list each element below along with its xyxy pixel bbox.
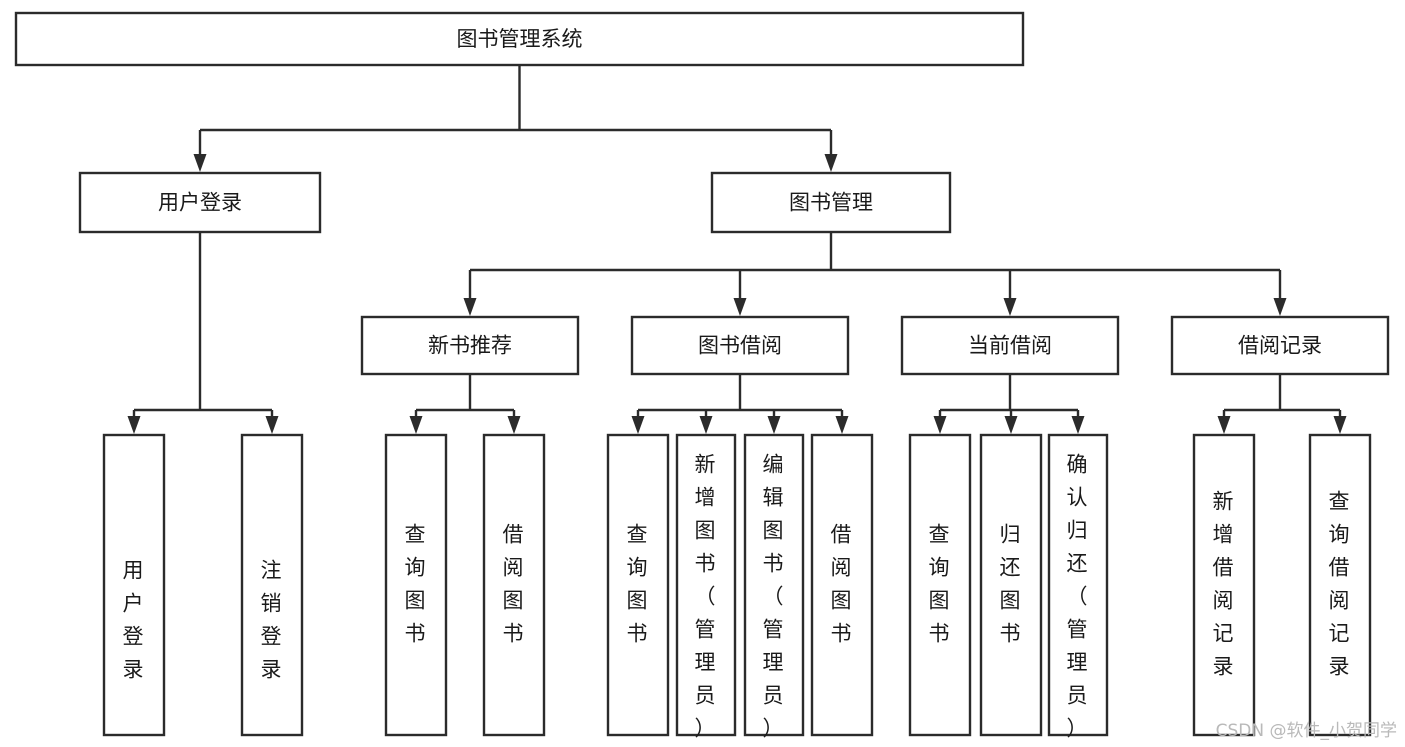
node-label: 借阅记录 [1238,334,1322,358]
node-book-management[interactable]: 图书管理 [710,171,952,234]
node-label: 编辑图书（管理员） [763,453,786,741]
arrow-head-icon [1071,416,1085,434]
arrow-head-icon [699,416,713,434]
node-label: 借阅图书 [831,523,854,646]
node-label: 归还图书 [1000,523,1023,646]
node-box[interactable] [482,433,546,737]
node-box[interactable] [675,433,737,737]
node-label: 新增图书（管理员） [695,453,718,741]
node-box[interactable] [743,433,805,737]
node-box[interactable] [908,433,972,737]
node-box[interactable] [900,315,1120,376]
node-label: 新书推荐 [428,334,512,358]
node-leaf-query-record[interactable]: 查询借阅记录 [1308,433,1372,737]
arrow-head-icon [1004,416,1018,434]
node-label: 查询图书 [627,523,650,646]
node-box[interactable] [1308,433,1372,737]
node-box[interactable] [1047,433,1109,737]
node-leaf-query-book-3[interactable]: 查询图书 [908,433,972,737]
arrow-head-icon [1333,416,1347,434]
node-label: 注销登录 [261,559,284,682]
node-leaf-confirm-return[interactable]: 确认归还（管理员） [1047,433,1109,741]
arrow-head-icon [733,298,747,316]
node-label: 用户登录 [158,191,242,215]
node-label: 借阅图书 [503,523,526,646]
node-label: 查询借阅记录 [1329,490,1352,679]
node-label: 图书管理系统 [457,27,583,51]
arrow-head-icon [507,416,521,434]
csdn-watermark: CSDN @软件_小贺同学 [1215,721,1397,741]
connector-layer [127,65,1347,434]
node-new-book-recommend[interactable]: 新书推荐 [360,315,580,376]
node-leaf-borrow-book-1[interactable]: 借阅图书 [482,433,546,737]
node-box[interactable] [810,433,874,737]
node-book-borrow[interactable]: 图书借阅 [630,315,850,376]
arrow-head-icon [767,416,781,434]
arrow-head-icon [835,416,849,434]
arrow-head-icon [631,416,645,434]
node-box[interactable] [102,433,166,737]
node-leaf-return-book[interactable]: 归还图书 [979,433,1043,737]
connector-group [1217,374,1347,434]
node-box[interactable] [14,11,1025,67]
node-label: 用户登录 [123,559,146,682]
node-box[interactable] [710,171,952,234]
node-borrow-record[interactable]: 借阅记录 [1170,315,1390,376]
arrow-head-icon [1003,298,1017,316]
node-label: 新增借阅记录 [1213,490,1236,679]
node-label: 当前借阅 [968,334,1052,358]
arrow-head-icon [1217,416,1231,434]
node-box[interactable] [1192,433,1256,737]
node-user-login[interactable]: 用户登录 [78,171,322,234]
connector-group [631,374,849,434]
arrow-head-icon [127,416,141,434]
arrow-head-icon [824,154,838,172]
node-label: 查询图书 [405,523,428,646]
connector-group [409,374,521,434]
connector-group [463,232,1287,316]
node-box[interactable] [384,433,448,737]
node-box[interactable] [979,433,1043,737]
node-box[interactable] [360,315,580,376]
node-box[interactable] [1170,315,1390,376]
node-label: 图书管理 [789,191,873,215]
node-label: 图书借阅 [698,334,782,358]
node-box[interactable] [240,433,304,737]
arrow-head-icon [933,416,947,434]
node-root[interactable]: 图书管理系统 [14,11,1025,67]
connector-group [193,65,838,172]
arrow-head-icon [265,416,279,434]
node-leaf-user-login[interactable]: 用户登录 [102,433,166,737]
node-layer: 图书管理系统用户登录图书管理新书推荐图书借阅当前借阅借阅记录用户登录注销登录查询… [14,11,1390,741]
node-leaf-query-book-2[interactable]: 查询图书 [606,433,670,737]
arrow-head-icon [193,154,207,172]
node-leaf-add-record[interactable]: 新增借阅记录 [1192,433,1256,737]
node-leaf-edit-book[interactable]: 编辑图书（管理员） [743,433,805,741]
connector-group [127,232,279,434]
node-leaf-logout[interactable]: 注销登录 [240,433,304,737]
arrow-head-icon [409,416,423,434]
node-box[interactable] [606,433,670,737]
node-leaf-add-book[interactable]: 新增图书（管理员） [675,433,737,741]
node-box[interactable] [630,315,850,376]
arrow-head-icon [463,298,477,316]
node-current-borrow[interactable]: 当前借阅 [900,315,1120,376]
node-label: 确认归还（管理员） [1067,453,1090,741]
node-leaf-query-book-1[interactable]: 查询图书 [384,433,448,737]
connector-group [933,374,1085,434]
node-leaf-borrow-book-2[interactable]: 借阅图书 [810,433,874,737]
node-box[interactable] [78,171,322,234]
arrow-head-icon [1273,298,1287,316]
node-label: 查询图书 [929,523,952,646]
